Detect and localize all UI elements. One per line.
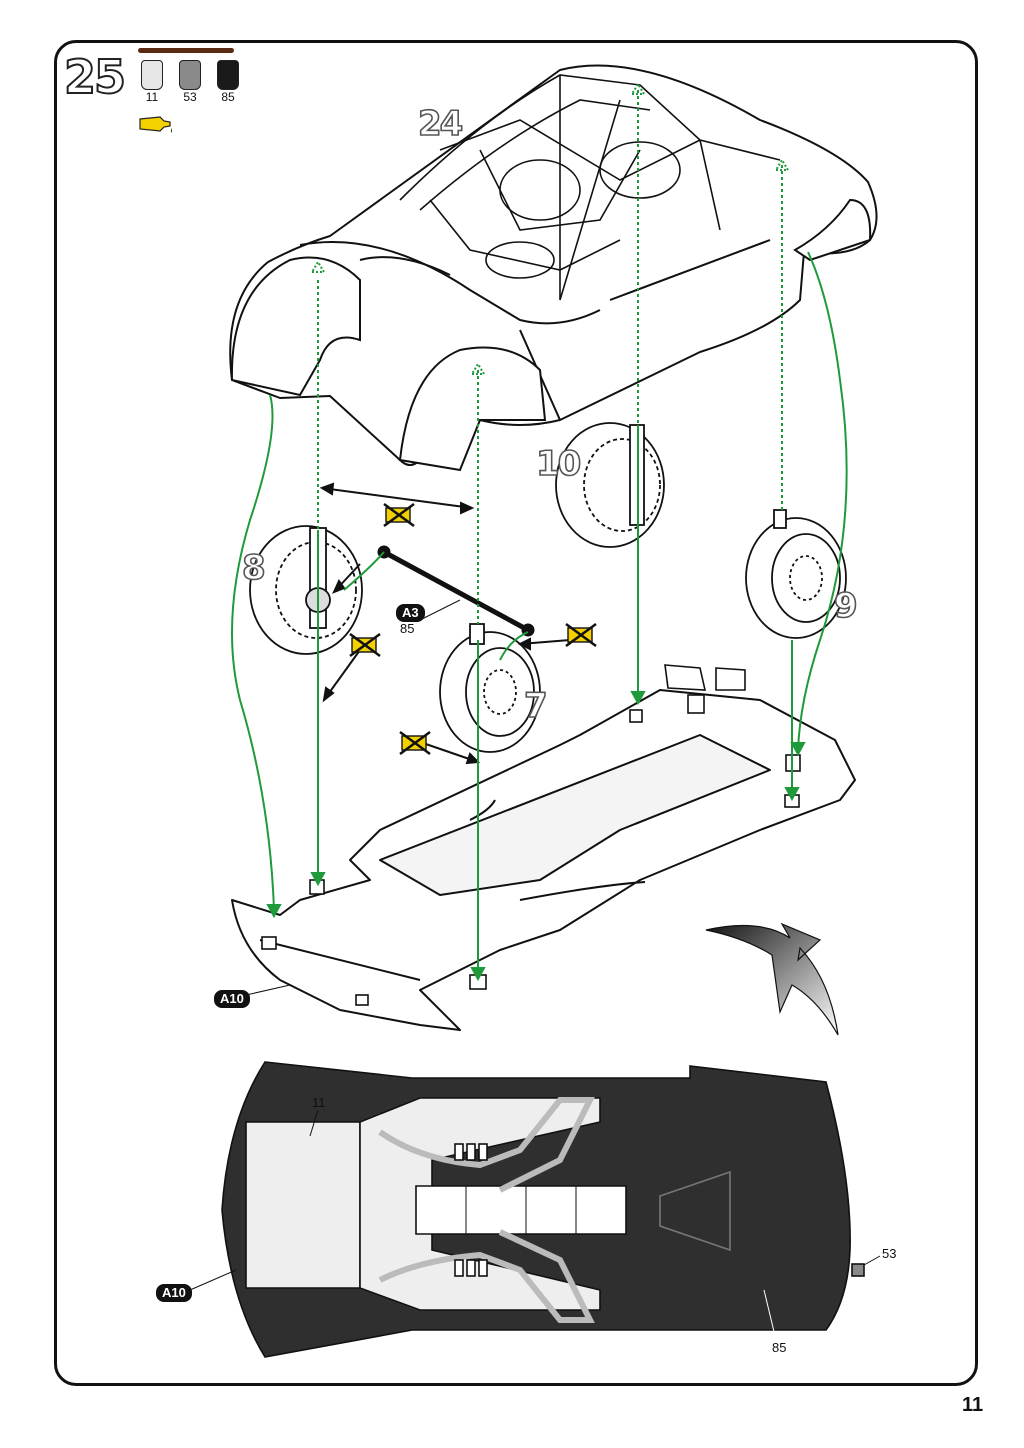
paintbrush-icon — [138, 48, 234, 53]
chassis-underside — [221, 1061, 865, 1358]
callout-floor-paint: 85 — [772, 1340, 787, 1355]
callout-plate-paint: 11 — [312, 1095, 326, 1110]
part-tag-axle: A3 — [396, 604, 425, 622]
glue-tube-icon — [139, 116, 172, 133]
axle-paint-code: 85 — [400, 621, 415, 636]
paint-code: 53 — [183, 90, 197, 104]
callout-tail-paint: 53 — [882, 1246, 897, 1261]
wheel-rear-right — [555, 422, 665, 548]
paint-pot-icon — [179, 60, 201, 90]
paint-code: 85 — [221, 90, 235, 104]
assembly-guide-arrows — [231, 82, 848, 982]
step-number: 25 — [63, 49, 127, 105]
page-number: 11 — [962, 1394, 984, 1416]
roll-cage — [399, 74, 781, 301]
flip-over-arrow — [705, 922, 839, 1036]
chassis-mounts — [261, 664, 801, 1006]
paint-pot-85: 85 — [216, 60, 240, 104]
sub-step-body: 24 — [417, 103, 464, 145]
direction-arrows — [319, 482, 571, 765]
paint-code: 11 — [145, 90, 159, 104]
no-glue-icon — [349, 502, 597, 756]
step-frame — [54, 40, 978, 1386]
wheel-front-right — [439, 623, 541, 753]
sub-step-wheel-front-right: 7 — [523, 685, 548, 727]
part-tag-chassis-bottom: A10 — [156, 1284, 192, 1302]
sub-step-wheel-rear-right: 10 — [535, 443, 582, 485]
wheel-rear-left — [745, 509, 847, 639]
paint-pot-icon — [217, 60, 239, 90]
chassis-plate — [231, 689, 856, 1031]
paint-pot-icon — [141, 60, 163, 90]
sub-step-wheel-front-left: 8 — [241, 547, 266, 589]
paint-pot-53: 53 — [178, 60, 202, 104]
paint-pot-11: 11 — [140, 60, 164, 104]
underside-leader-lines — [189, 599, 881, 1341]
part-tag-chassis-top: A10 — [214, 990, 250, 1008]
sub-step-wheel-rear-left: 9 — [833, 585, 858, 627]
wheel-arches — [230, 198, 872, 472]
